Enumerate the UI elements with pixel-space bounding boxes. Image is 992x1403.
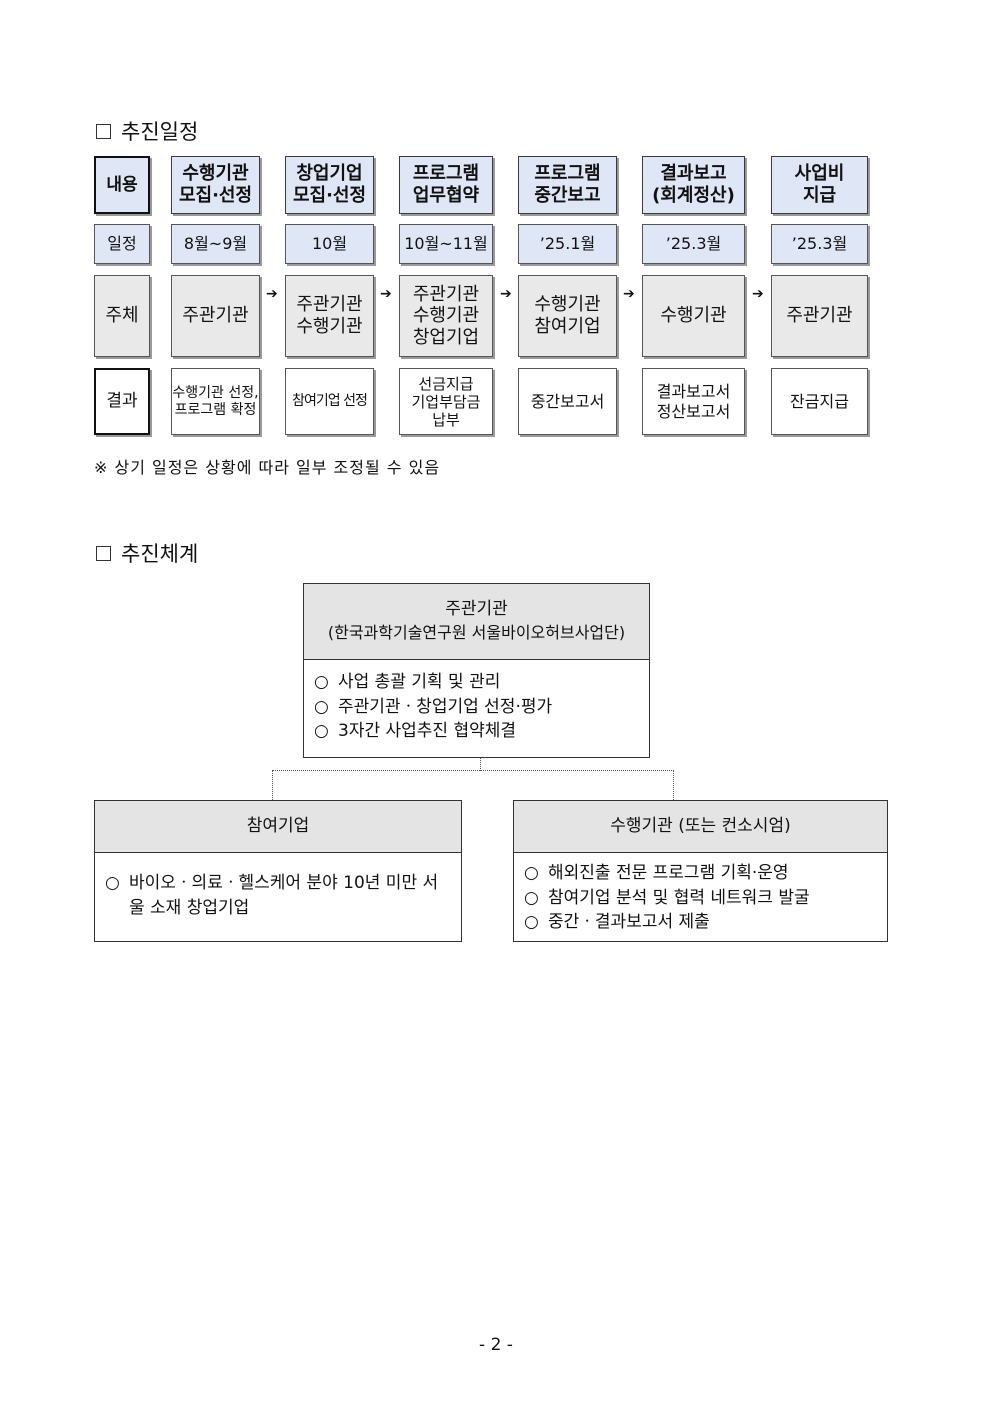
list-item: ○ 바이오ㆍ의료ㆍ헬스케어 분야 10년 미만 서울 소재 창업기업	[105, 871, 447, 920]
executor-box: 수행기관 (또는 컨소시엄) ○ 해외진출 전문 프로그램 기획·운영 ○ 참여기업…	[513, 800, 888, 942]
duty-text: 3자간 사업추진 협약체결	[338, 721, 517, 742]
structure-section-title: 추진체계	[96, 538, 198, 568]
result-cell: 수행기관 선정, 프로그램 확정	[171, 368, 260, 435]
duty-text: 바이오ㆍ의료ㆍ헬스케어 분야 10년 미만 서울 소재 창업기업	[129, 873, 439, 918]
circle-bullet-icon: ○	[524, 863, 539, 883]
arrow-right-icon: ➔	[752, 286, 764, 302]
lead-org-subtitle: (한국과학기술연구원 서울바이오허브사업단)	[327, 623, 626, 643]
circle-bullet-icon: ○	[314, 672, 329, 692]
circle-bullet-icon: ○	[524, 912, 539, 933]
duty-text: 해외진출 전문 프로그램 기획·운영	[548, 863, 789, 883]
row-label-result: 결과	[94, 368, 150, 435]
actor-cell: 주관기관	[771, 275, 868, 357]
date-cell: ’25.1월	[518, 224, 617, 264]
circle-bullet-icon: ○	[524, 887, 539, 908]
date-cell: 8월~9월	[171, 224, 260, 264]
lead-org-name: 주관기관	[445, 599, 508, 620]
result-cell: 결과보고서 정산보고서	[642, 368, 745, 435]
header-cell: 사업비 지급	[771, 156, 868, 214]
arrow-right-icon: ➔	[266, 286, 278, 302]
duty-text: 중간ㆍ결과보고서 제출	[548, 912, 710, 933]
checkbox-square-icon	[96, 545, 111, 561]
list-item: ○ 3자간 사업추진 협약체결	[314, 719, 639, 744]
schedule-title-text: 추진일정	[121, 120, 199, 144]
circle-bullet-icon: ○	[314, 696, 329, 717]
result-cell: 중간보고서	[518, 368, 617, 435]
lead-org-duties: ○ 사업 총괄 기획 및 관리 ○ 주관기관ㆍ창업기업 선정·평가 ○ 3자간 사업추…	[304, 660, 649, 752]
header-cell: 프로그램 중간보고	[518, 156, 617, 214]
actor-cell: 주관기관 수행기관 창업기업	[399, 275, 493, 357]
participant-duties: ○ 바이오ㆍ의료ㆍ헬스케어 분야 10년 미만 서울 소재 창업기업	[95, 853, 461, 928]
date-cell: 10월~11월	[399, 224, 493, 264]
connector-line	[272, 770, 273, 800]
participant-header: 참여기업	[95, 801, 461, 853]
checkbox-square-icon	[96, 123, 111, 139]
header-cell: 수행기관 모집·선정	[171, 156, 260, 214]
list-item: ○ 참여기업 분석 및 협력 네트워크 발굴	[524, 886, 877, 911]
connector-line	[272, 770, 674, 771]
list-item: ○ 사업 총괄 기획 및 관리	[314, 670, 639, 695]
list-item: ○ 해외진출 전문 프로그램 기획·운영	[524, 861, 877, 886]
list-item: ○ 주관기관ㆍ창업기업 선정·평가	[314, 695, 639, 720]
header-cell: 프로그램 업무협약	[399, 156, 493, 214]
row-label-schedule: 일정	[94, 224, 150, 264]
participant-box: 참여기업 ○ 바이오ㆍ의료ㆍ헬스케어 분야 10년 미만 서울 소재 창업기업	[94, 800, 462, 942]
circle-bullet-icon: ○	[105, 873, 120, 893]
row-label-content: 내용	[94, 156, 150, 214]
result-cell: 잔금지급	[771, 368, 868, 435]
list-item: ○ 중간ㆍ결과보고서 제출	[524, 910, 877, 935]
arrow-right-icon: ➔	[500, 286, 512, 302]
executor-name: 수행기관 (또는 컨소시엄)	[610, 815, 791, 836]
header-cell: 창업기업 모집·선정	[285, 156, 374, 214]
row-label-actor: 주체	[94, 275, 150, 357]
circle-bullet-icon: ○	[314, 721, 329, 742]
header-cell: 결과보고 (회계정산)	[642, 156, 745, 214]
date-cell: ’25.3월	[771, 224, 868, 264]
schedule-section-title: 추진일정	[96, 116, 198, 146]
executor-header: 수행기관 (또는 컨소시엄)	[514, 801, 887, 853]
connector-line	[480, 758, 481, 771]
duty-text: 참여기업 분석 및 협력 네트워크 발굴	[548, 887, 810, 908]
executor-duties: ○ 해외진출 전문 프로그램 기획·운영 ○ 참여기업 분석 및 협력 네트워크 발…	[514, 853, 887, 943]
result-cell: 선금지급 기업부담금 납부	[399, 368, 493, 435]
structure-title-text: 추진체계	[121, 542, 199, 566]
date-cell: 10월	[285, 224, 374, 264]
lead-org-header: 주관기관 (한국과학기술연구원 서울바이오허브사업단)	[304, 584, 649, 660]
arrow-right-icon: ➔	[380, 286, 392, 302]
lead-org-box: 주관기관 (한국과학기술연구원 서울바이오허브사업단) ○ 사업 총괄 기획 및 …	[303, 583, 650, 758]
arrow-right-icon: ➔	[623, 286, 635, 302]
actor-cell: 주관기관 수행기관	[285, 275, 374, 357]
duty-text: 주관기관ㆍ창업기업 선정·평가	[338, 696, 553, 717]
actor-cell: 주관기관	[171, 275, 260, 357]
participant-name: 참여기업	[246, 815, 310, 836]
connector-line	[673, 770, 674, 800]
duty-text: 사업 총괄 기획 및 관리	[338, 672, 501, 692]
date-cell: ’25.3월	[642, 224, 745, 264]
page-number: - 2 -	[479, 1335, 513, 1355]
result-cell: 참여기업 선정	[285, 368, 374, 435]
schedule-note: ※ 상기 일정은 상황에 따라 일부 조정될 수 있음	[94, 458, 441, 477]
actor-cell: 수행기관	[642, 275, 745, 357]
actor-cell: 수행기관 참여기업	[518, 275, 617, 357]
